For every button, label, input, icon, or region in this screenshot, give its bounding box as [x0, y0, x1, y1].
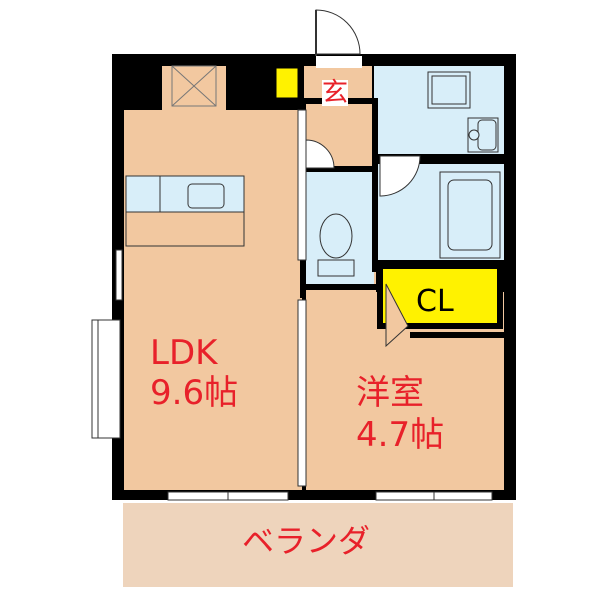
ldk-size: 9.6帖: [150, 373, 239, 413]
bathtub: [439, 171, 501, 259]
ldk-niche: [162, 66, 226, 110]
kitchen-counter: [125, 175, 245, 247]
washing-machine: [427, 71, 471, 109]
washbasin-icon: [467, 117, 499, 153]
ldk-name: LDK: [150, 333, 218, 373]
western-size: 4.7帖: [356, 415, 445, 455]
entrance-label: 玄: [322, 78, 349, 108]
sliding-door: [297, 109, 307, 487]
door-swings: [305, 139, 421, 348]
toilet-icon: [317, 213, 355, 277]
balcony-label: ベランダ: [242, 522, 371, 560]
balcony: [121, 501, 515, 589]
closet-label: CL: [416, 284, 454, 319]
shoe-cabinet: [275, 67, 299, 99]
left-window: [91, 249, 123, 439]
entrance-door-icon: [315, 9, 362, 68]
western-name: 洋室: [356, 373, 424, 413]
ldk-floor: [124, 110, 302, 490]
bottom-windows: [167, 491, 493, 501]
skylight-x-icon: [171, 65, 217, 107]
